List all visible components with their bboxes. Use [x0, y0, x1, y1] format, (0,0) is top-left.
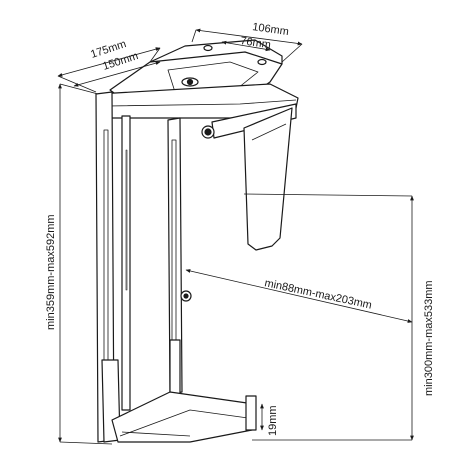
right-frame — [167, 117, 192, 395]
label-cpu-height-range: min300mm-max533mm — [423, 280, 435, 396]
dimension-lines — [57, 28, 414, 445]
left-frame — [95, 91, 131, 443]
label-top-inner-width: 76mm — [240, 35, 272, 51]
label-top-outer-width: 106mm — [252, 21, 290, 38]
bottom-tray — [111, 391, 257, 443]
side-wing — [243, 107, 293, 251]
upper-slider-bar — [97, 83, 299, 139]
label-foot-lip-height: 19mm — [267, 405, 279, 436]
label-cpu-width-range: min88mm-max203mm — [263, 277, 373, 311]
label-height-range: min359mm-max592mm — [45, 214, 57, 330]
